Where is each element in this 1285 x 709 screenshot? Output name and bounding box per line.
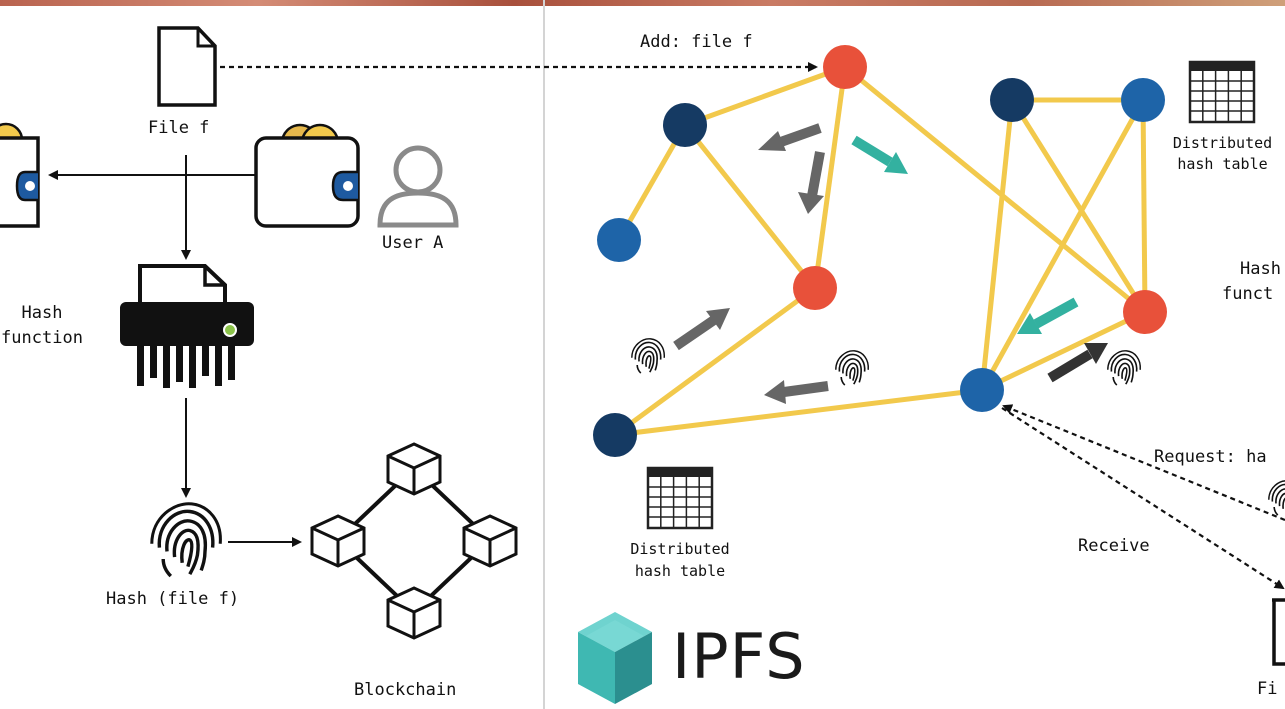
network-node [990, 78, 1034, 122]
user-icon [377, 145, 459, 228]
network-node [960, 368, 1004, 412]
hash-function-partial-line1: Hash [1240, 259, 1281, 279]
fingerprint-icon [630, 338, 666, 374]
network-node [793, 266, 837, 310]
user-label: User A [382, 233, 444, 253]
hash-function-partial-line2: funct [1222, 284, 1274, 304]
hash-function-label-line1: Hash [21, 303, 63, 323]
dht-bottom-label-line2: hash table [634, 562, 726, 580]
top-photo-strip [0, 0, 1285, 6]
ipfs-cube-icon [578, 612, 652, 704]
shredder-icon [120, 264, 254, 388]
network-node [597, 218, 641, 262]
hash-file-label: Hash (file f) [106, 589, 240, 609]
table-icon [646, 466, 714, 530]
network-node [823, 45, 867, 89]
fingerprint-icon [1267, 480, 1285, 516]
hash-function-label-line2: function [1, 328, 83, 348]
wallet-icon [0, 122, 40, 228]
receive-arrow [1001, 407, 1285, 590]
blockchain-icon [310, 442, 518, 640]
flow-arrows [673, 123, 1108, 404]
wallet-icon: $ [254, 123, 360, 228]
network-node [593, 413, 637, 457]
ipfs-logo-text: IPFS [672, 620, 806, 693]
dht-top-label-line2: hash table [1177, 155, 1268, 173]
request-arrow [1002, 404, 1285, 522]
document-icon [1272, 598, 1285, 666]
network-node [1121, 78, 1165, 122]
file-label: File f [148, 118, 210, 138]
fingerprint-icon [150, 502, 223, 578]
dht-top-label-line1: Distributed [1172, 134, 1273, 152]
request-label: Request: ha [1154, 447, 1267, 467]
network-node [1123, 290, 1167, 334]
fingerprint-icon [834, 350, 870, 386]
network-node [663, 103, 707, 147]
add-file-label: Add: file f [640, 32, 753, 52]
dht-bottom-label-line1: Distributed [630, 540, 730, 558]
panel-divider [543, 0, 545, 709]
file-partial-label: Fi [1257, 679, 1278, 699]
document-icon [157, 26, 217, 107]
table-icon [1188, 60, 1256, 124]
fingerprint-icon [1106, 350, 1142, 386]
receive-label: Receive [1078, 536, 1150, 556]
blockchain-label: Blockchain [354, 680, 457, 700]
